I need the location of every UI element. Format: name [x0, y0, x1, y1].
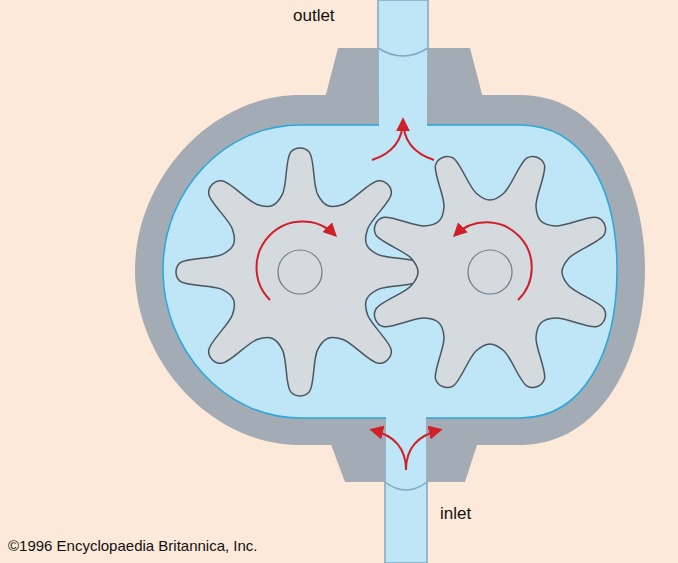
gear-body — [176, 148, 424, 396]
copyright-note: ©1996 Encyclopaedia Britannica, Inc. — [8, 537, 258, 554]
gear — [176, 148, 424, 396]
inlet-seal — [385, 482, 427, 490]
port-label: outlet — [293, 6, 335, 26]
flow-arrow — [372, 120, 403, 160]
inlet-channel — [386, 400, 426, 500]
rotation-arrow — [455, 222, 532, 300]
outlet-seal — [378, 48, 428, 56]
gear — [374, 156, 605, 387]
port-label: inlet — [440, 504, 471, 524]
flow-arrow — [406, 430, 440, 470]
gear-body — [374, 156, 605, 387]
gear-hub — [468, 250, 512, 294]
flow-arrow — [372, 430, 406, 470]
rotation-arrow — [257, 222, 335, 300]
outlet-pipe — [378, 0, 428, 140]
flow-arrows — [257, 120, 532, 470]
pump-chamber — [163, 125, 617, 418]
gears — [176, 148, 606, 396]
gear-hub — [278, 250, 322, 294]
flow-arrow — [403, 120, 434, 160]
housing — [135, 95, 645, 445]
